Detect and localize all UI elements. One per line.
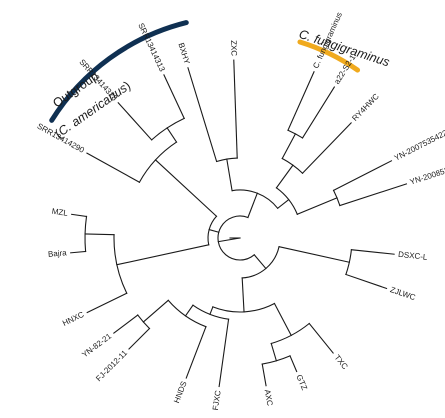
branch-arc [231, 189, 279, 210]
branch-radial [247, 192, 259, 219]
branch-radial [301, 122, 352, 175]
branch-radial [86, 292, 128, 314]
branch-radial [187, 67, 218, 163]
branch-radial [86, 152, 141, 183]
leaf-label-zxc: ZXC [229, 40, 239, 57]
branch-radial [332, 160, 393, 192]
branch-radial [270, 342, 278, 362]
branch-arc [332, 189, 341, 207]
leaf-label-mzl: MZL [51, 207, 69, 218]
branch-radial [287, 71, 315, 131]
branch-radial [281, 133, 297, 160]
leaf-label-bajra: Bajra [48, 248, 68, 259]
branch-radial [289, 355, 298, 373]
outgroup-arc [49, 20, 189, 123]
branch-arc [287, 129, 304, 139]
branch-arc [150, 117, 185, 141]
branch-radial [128, 327, 151, 350]
branch-radial [276, 198, 290, 210]
branch-radial [296, 197, 338, 215]
leaf-label-bxhy: BXHY [176, 42, 191, 66]
leaf-label-yn2008: YN-2008532134 [409, 160, 445, 187]
leaf-label-hnds: HNDS [172, 380, 189, 404]
leaf-label-fj2012: FJ-2012-11 [94, 348, 129, 383]
branch-arc [192, 304, 230, 320]
branch-arc [212, 302, 276, 313]
branch-radial [116, 244, 210, 266]
branch-radial [301, 86, 336, 139]
branch-radial [154, 159, 218, 218]
branch-radial [226, 158, 233, 192]
branch-arc [167, 299, 207, 328]
leaf-label-ry4hwc: RY4HWC [350, 92, 381, 123]
tree-branches [70, 59, 408, 388]
leaf-label-txc: TXC [332, 353, 349, 371]
branch-arc [113, 234, 128, 294]
leaf-label-yn2007: YN-2007535422 [393, 128, 445, 163]
branch-radial [208, 228, 220, 233]
branch-radial [278, 246, 351, 263]
branch-arc [207, 215, 218, 246]
branch-radial [184, 304, 194, 317]
branch-radial [71, 213, 88, 218]
branch-radial [113, 314, 139, 334]
branch-radial [117, 101, 153, 141]
leaf-label-zjlwc: ZJLWC [389, 285, 417, 302]
branch-radial [339, 183, 408, 207]
branch-arc [275, 187, 298, 215]
leaf-label-dsxcl: DSXC-L [398, 250, 429, 262]
group-arcs [49, 20, 361, 123]
branch-arc [217, 215, 256, 261]
leaf-label-gtz: GTZ [294, 373, 309, 391]
branch-radial [273, 302, 292, 337]
branch-radial [209, 306, 214, 316]
branch-radial [345, 273, 388, 290]
fungigraminus-arc [297, 39, 361, 73]
branch-radial [166, 127, 178, 143]
branch-arc [241, 246, 280, 279]
branch-arc [270, 322, 311, 345]
branch-radial [218, 318, 230, 388]
branch-radial [275, 164, 294, 189]
outgroup-subtitle: (C. americanus) [52, 78, 133, 140]
leaf-label-fjxc: FJXC [211, 390, 223, 411]
branch-radial [84, 233, 115, 236]
leaf-label-axc: AXC [263, 389, 275, 407]
leaf-label-hnxc: HNXC [61, 310, 86, 328]
branch-radial [70, 250, 87, 254]
branch-radial [350, 249, 395, 255]
branch-arc [136, 314, 151, 330]
branch-radial [163, 74, 185, 120]
branch-radial [241, 277, 245, 313]
branch-radial [253, 254, 267, 270]
branch-radial [308, 322, 334, 354]
branch-arc [138, 141, 178, 183]
branch-radial [217, 237, 241, 243]
branch-radial [233, 59, 238, 159]
leaf-label-yn82: YN-82-21 [80, 331, 113, 359]
branch-radial [261, 363, 267, 387]
branch-radial [142, 299, 170, 323]
branch-radial [185, 325, 207, 379]
